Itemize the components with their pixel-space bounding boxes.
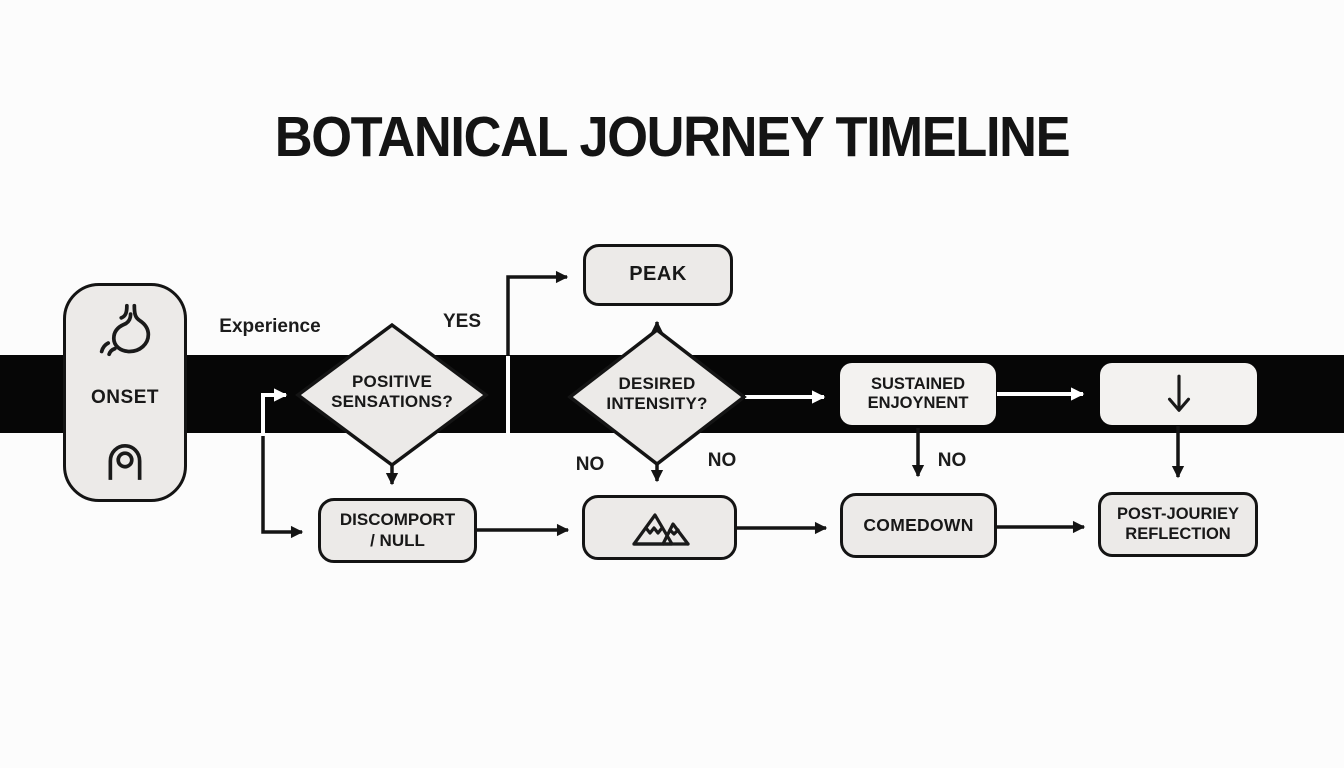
desired-intensity-label: DESIRED INTENSITY?	[567, 374, 747, 413]
connector-yes-to-peak	[506, 270, 569, 357]
no-label-right: NO	[707, 450, 737, 471]
discomfort-line2: / NULL	[370, 530, 425, 550]
discomfort-line1: DISCOMPORT	[339, 510, 456, 530]
decision-desired-intensity	[567, 327, 747, 467]
positive-sensations-label: POSITIVE SENSATIONS?	[302, 372, 482, 411]
sustained-line1: SUSTAINED	[870, 374, 966, 393]
node-comedown: COMEDOWN	[840, 493, 997, 558]
experience-label: Experience	[219, 316, 321, 337]
node-onset: ONSET	[63, 283, 187, 502]
reflection-line2: REFLECTION	[1125, 524, 1231, 543]
no-label-sustained: NO	[937, 450, 967, 471]
stomach-icon	[99, 303, 151, 357]
node-peak: PEAK	[583, 244, 733, 306]
peak-label: PEAK	[629, 263, 687, 286]
positive-sensations-line2: SENSATIONS?	[331, 391, 453, 411]
yes-label: YES	[442, 311, 482, 332]
node-intensity-adjust	[1100, 363, 1257, 425]
down-arrow-icon	[1167, 374, 1190, 412]
no-label-left: NO	[575, 454, 605, 475]
connector-onset-to-sensations	[261, 388, 288, 436]
positive-sensations-line1: POSITIVE	[351, 372, 432, 391]
node-post-journey-reflection: POST-JOURIEY REFLECTION	[1098, 492, 1258, 557]
node-discomfort-null: DISCOMPORT / NULL	[318, 498, 477, 563]
desired-intensity-line1: DESIRED	[618, 374, 696, 393]
connector-onset-to-discomfort	[261, 430, 304, 539]
node-peak-experience	[582, 495, 737, 560]
sustained-line2: ENJOYNENT	[867, 394, 969, 412]
decision-positive-sensations	[295, 322, 489, 468]
reflection-line1: POST-JOURIEY	[1117, 505, 1239, 524]
comedown-label: COMEDOWN	[863, 515, 974, 536]
arch-circle-icon	[108, 444, 142, 480]
mountains-icon	[631, 512, 690, 546]
node-sustained-enjoyment: SUSTAINED ENJOYNENT	[840, 363, 996, 425]
onset-label: ONSET	[91, 387, 159, 409]
desired-intensity-line2: INTENSITY?	[606, 393, 708, 413]
page-title: BOTANICAL JOURNEY TIMELINE	[274, 105, 1071, 169]
